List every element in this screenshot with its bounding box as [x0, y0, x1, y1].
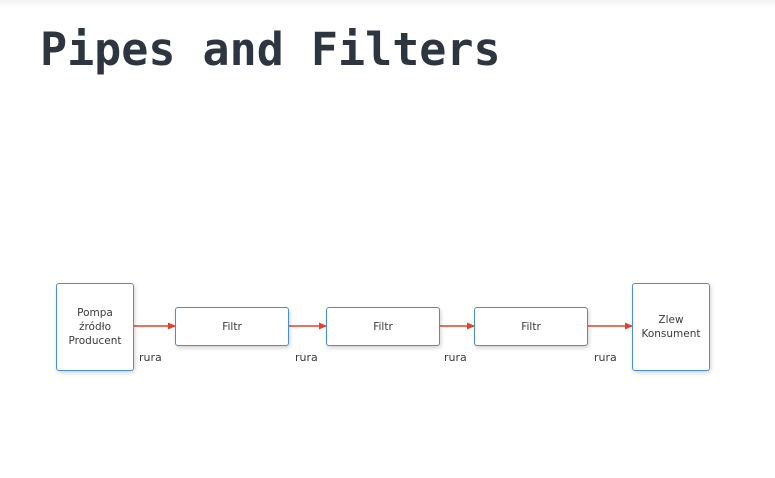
pipe-label-2: rura	[295, 351, 318, 364]
pipe-label-1: rura	[139, 351, 162, 364]
slide-title: Pipes and Filters	[40, 23, 501, 76]
pump-box: Pompa źródło Producent	[56, 283, 134, 371]
filter-label-3: Filtr	[521, 320, 541, 333]
filter-label-2: Filtr	[373, 320, 393, 333]
filter-label-1: Filtr	[222, 320, 242, 333]
pipe-label-3: rura	[444, 351, 467, 364]
filter-box-1: Filtr	[175, 307, 289, 346]
sink-label: Zlew Konsument	[641, 314, 701, 340]
pipe-label-4: rura	[594, 351, 617, 364]
top-shade	[0, 0, 775, 8]
filter-box-2: Filtr	[326, 307, 440, 346]
filter-box-3: Filtr	[474, 307, 588, 346]
sink-box: Zlew Konsument	[632, 283, 710, 371]
pump-label: Pompa źródło Producent	[68, 307, 122, 347]
